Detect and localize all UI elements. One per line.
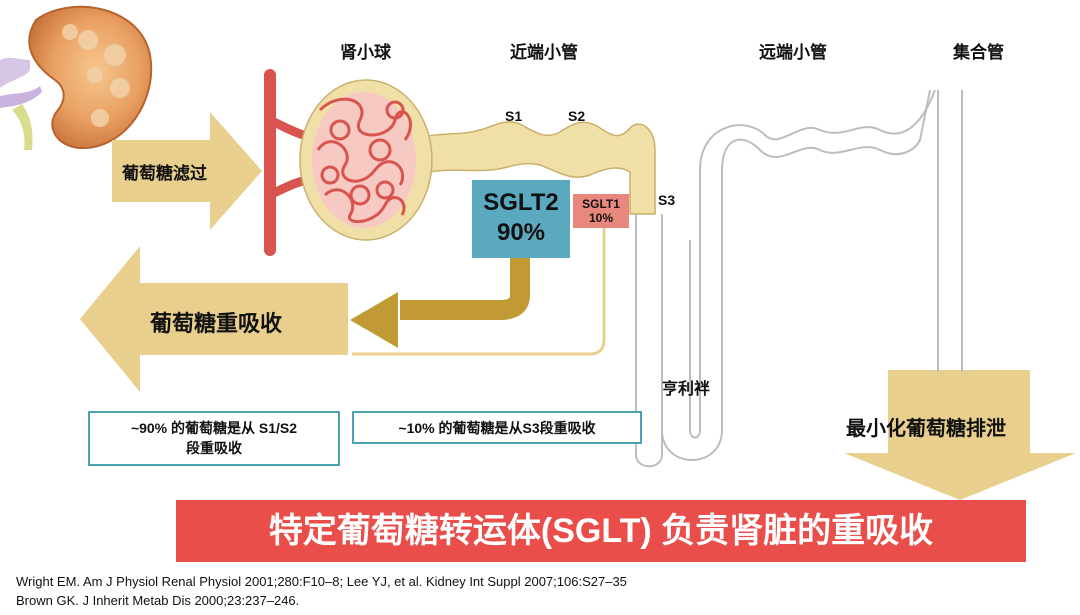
sglt2-box: SGLT2 90% — [472, 180, 570, 258]
sglt1-box: SGLT1 10% — [573, 194, 629, 228]
tubule — [419, 89, 963, 468]
sglt1-reabsorption-path — [352, 228, 606, 356]
collecting-duct-header: 集合管 — [953, 43, 1004, 62]
excretion-arrow — [844, 370, 1076, 500]
s1s2-note-line2: 段重吸收 — [186, 440, 242, 456]
s2-label: S2 — [568, 108, 586, 124]
sglt2-reabsorption-path — [400, 258, 530, 320]
proximal-tubule-header: 近端小管 — [510, 43, 578, 62]
reabsorption-arrow — [80, 246, 348, 392]
reabsorption-label: 葡萄糖重吸收 — [150, 311, 283, 336]
sglt2-reabsorption-arrowhead — [350, 292, 398, 348]
kidney-illustration — [0, 5, 153, 150]
filtration-label: 葡萄糖滤过 — [122, 164, 207, 183]
filtration-arrow — [112, 112, 262, 230]
sglt2-name: SGLT2 — [483, 189, 559, 216]
excretion-label: 最小化葡萄糖排泄 — [846, 418, 1006, 440]
sglt1-percent: 10% — [588, 211, 614, 225]
distal-tubule-header: 远端小管 — [759, 43, 827, 62]
s3-note: ~10% 的葡萄糖是从S3段重吸收 — [352, 411, 642, 444]
reference-line-2: Brown GK. J Inherit Metab Dis 2000;23:23… — [16, 593, 300, 608]
sglt2-percent: 90% — [496, 219, 546, 246]
reference-line-1: Wright EM. Am J Physiol Renal Physiol 20… — [16, 574, 627, 589]
s3-label: S3 — [658, 192, 676, 208]
s1s2-note: ~90% 的葡萄糖是从 S1/S2 段重吸收 — [88, 411, 340, 466]
s1s2-note-line1: ~90% 的葡萄糖是从 S1/S2 — [130, 420, 298, 436]
glomerulus — [299, 79, 433, 241]
glomerulus-header: 肾小球 — [340, 43, 391, 62]
s1-label: S1 — [505, 108, 523, 124]
summary-banner: 特定葡萄糖转运体(SGLT) 负责肾脏的重吸收 — [176, 500, 1026, 562]
loop-of-henle-label: 亨利袢 — [662, 381, 711, 398]
sglt1-name: SGLT1 — [582, 197, 620, 211]
